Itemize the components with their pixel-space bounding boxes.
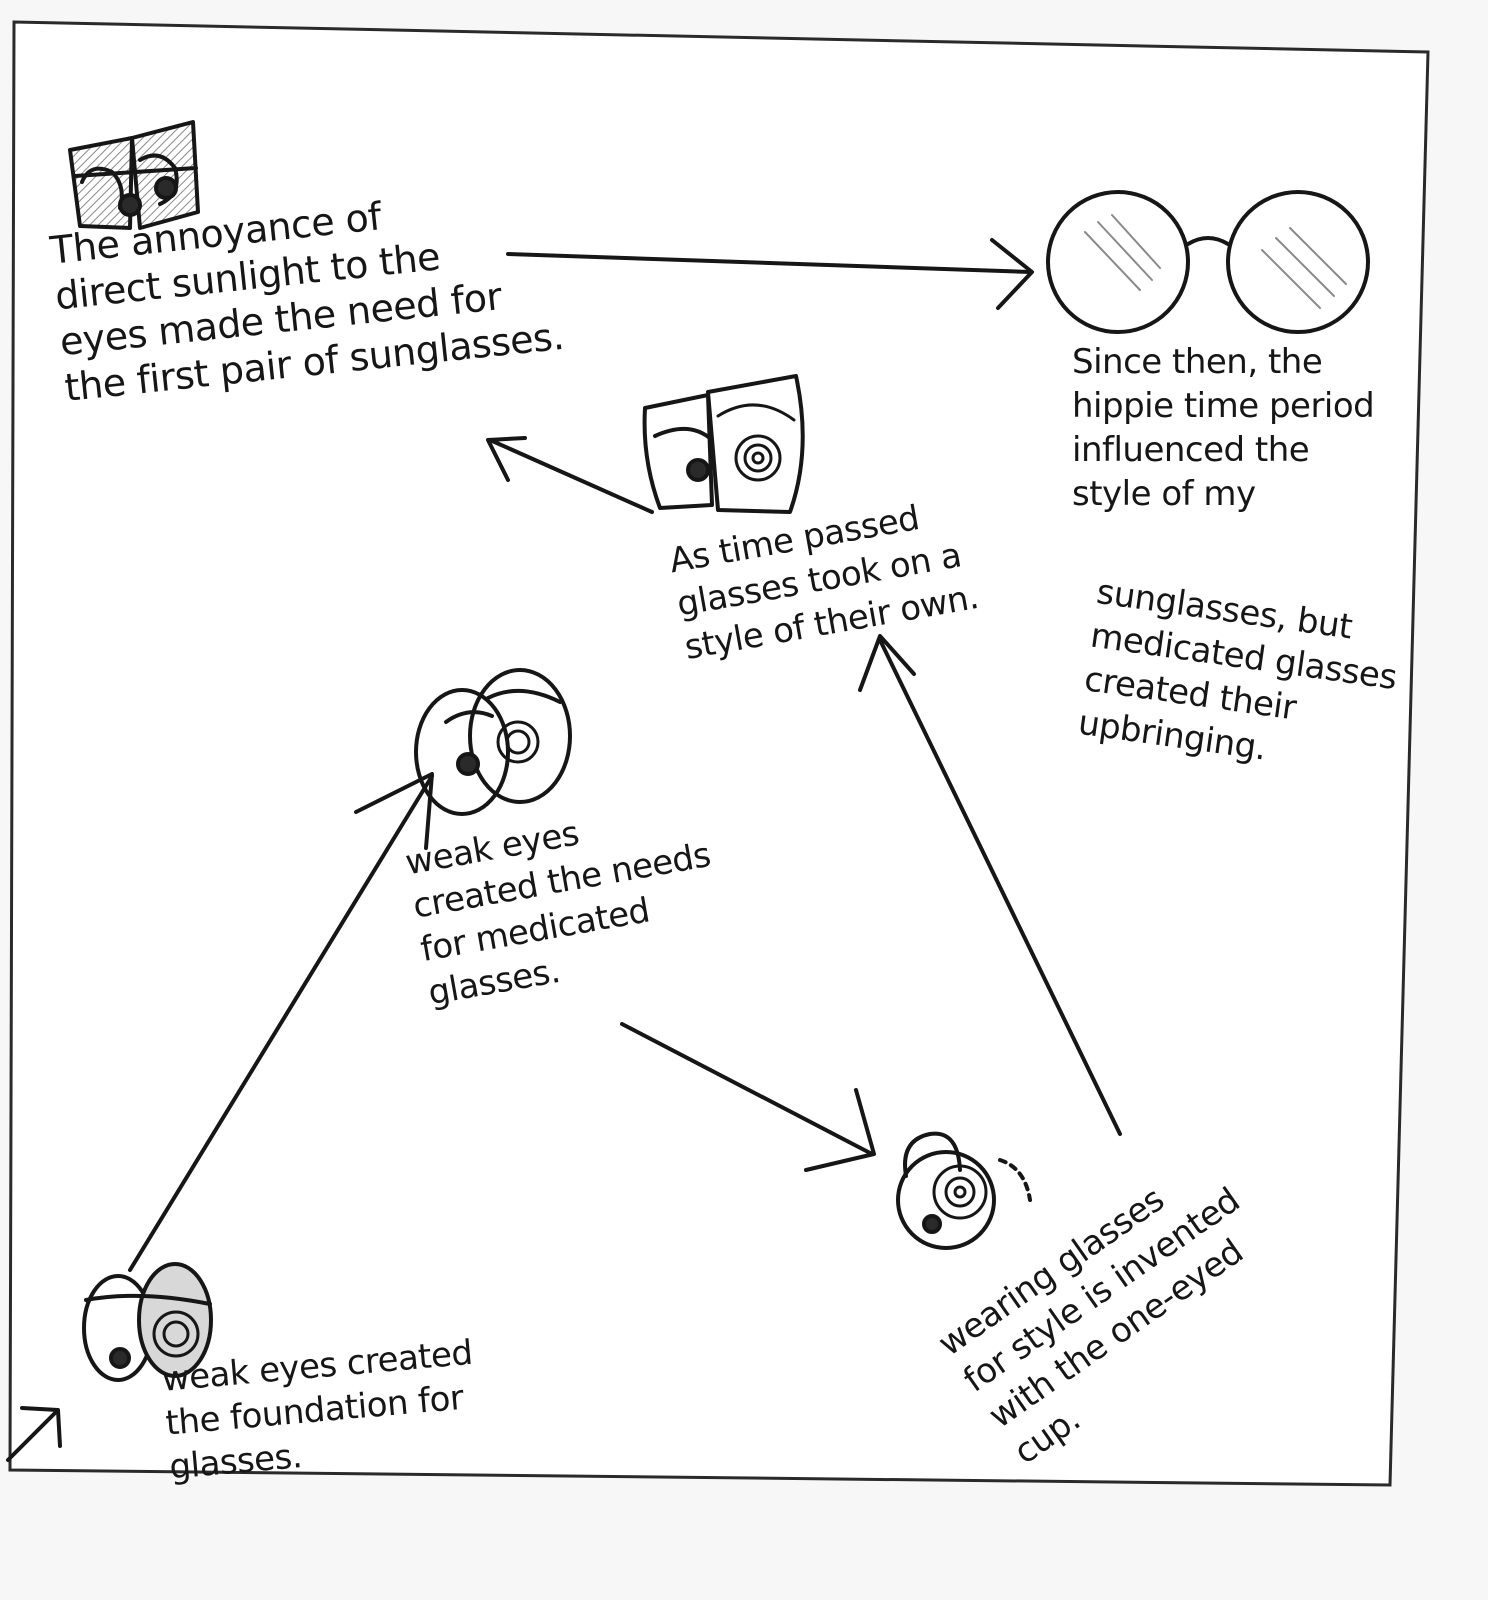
arrow-offpage bbox=[6, 1406, 62, 1462]
framed-sunglasses-icon bbox=[68, 120, 200, 230]
arrow-foundation-to-eyes bbox=[128, 772, 434, 1272]
note-style: As time passed glasses took on a style o… bbox=[666, 498, 982, 669]
arrow-medicated-to-monocle bbox=[620, 1022, 876, 1172]
eyes-glasses-icon bbox=[82, 1262, 213, 1382]
paper-sheet bbox=[8, 20, 1430, 1487]
note-onecup: wearing glasses for style is invented wi… bbox=[931, 1179, 1251, 1473]
styled-glasses-icon bbox=[642, 374, 805, 514]
monocle-icon bbox=[896, 1131, 1032, 1250]
arrow-onecup-to-style bbox=[858, 634, 1122, 1136]
arrow-style-to-sunlight bbox=[486, 436, 654, 514]
note-sunlight: The annoyance of direct sunlight to the … bbox=[48, 194, 566, 410]
note-foundation: weak eyes created the foundation for gla… bbox=[160, 1332, 475, 1488]
note-hippie: Since then, the hippie time period influ… bbox=[1072, 342, 1375, 514]
round-glasses-icon bbox=[1046, 190, 1370, 334]
weak-eyes-icon bbox=[414, 668, 572, 816]
note-medicated: weak eyes created the needs for medicate… bbox=[402, 813, 714, 1014]
arrow-sunlight-to-hippie bbox=[506, 238, 1034, 310]
note-upbringing: sunglasses, but medicated glasses create… bbox=[1075, 571, 1400, 769]
